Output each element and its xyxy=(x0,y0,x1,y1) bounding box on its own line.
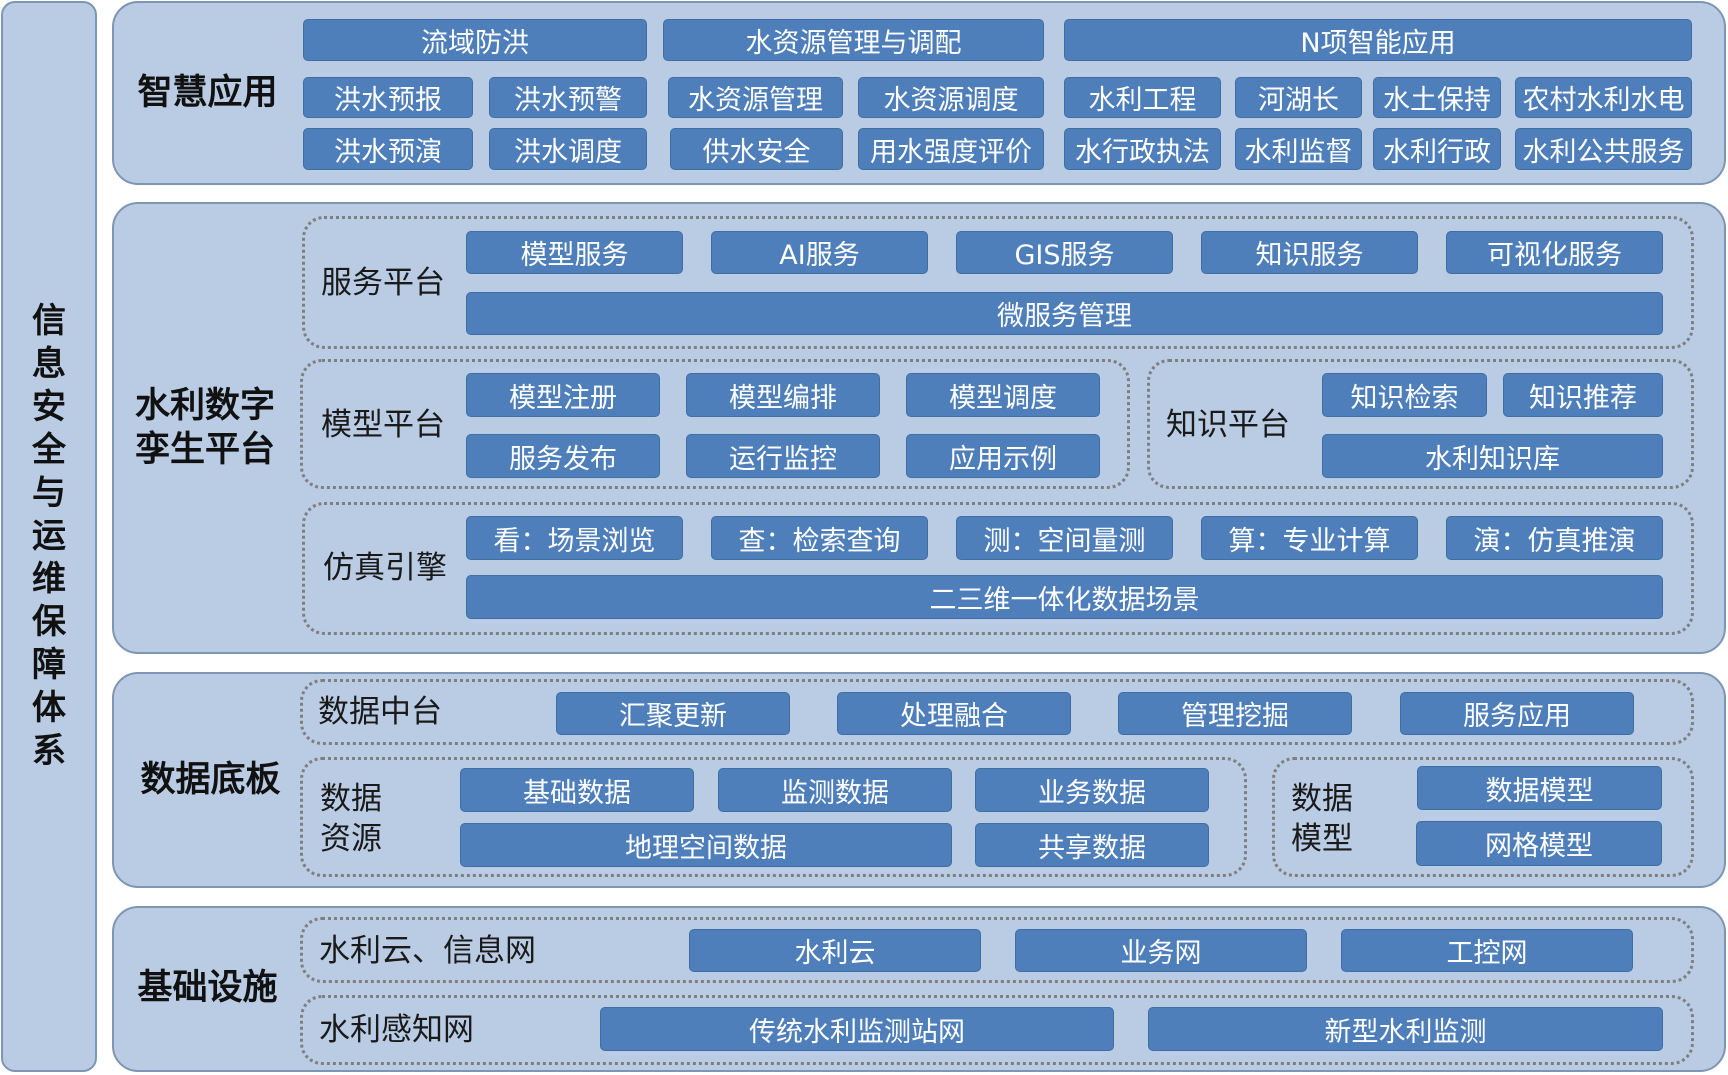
app-public-service: 水利公共服务 xyxy=(1515,128,1692,170)
app-flood-forecast: 洪水预报 xyxy=(303,77,473,118)
data-model-group xyxy=(1272,757,1694,877)
app-soil-conservation: 水土保持 xyxy=(1373,77,1501,118)
app-water-supervision: 水利监督 xyxy=(1235,128,1362,170)
model-service: 模型服务 xyxy=(466,231,683,274)
sensing-network-label: 水利感知网 xyxy=(319,1012,474,1048)
industrial-control-network: 工控网 xyxy=(1341,929,1633,972)
smart-application-title: 智慧应用 xyxy=(137,73,278,113)
traditional-monitoring-network: 传统水利监测站网 xyxy=(600,1007,1114,1051)
application-examples: 应用示例 xyxy=(906,434,1100,478)
data-model-label: 数据模型 xyxy=(1291,781,1353,857)
processing-fusion: 处理融合 xyxy=(837,692,1071,735)
service-publishing: 服务发布 xyxy=(466,434,660,478)
sim-simulation: 演：仿真推演 xyxy=(1446,516,1663,560)
app-flood-warning: 洪水预警 xyxy=(489,77,647,118)
new-water-monitoring: 新型水利监测 xyxy=(1148,1007,1663,1051)
visualization-service: 可视化服务 xyxy=(1446,231,1663,274)
app-rural-hydropower: 农村水利水电 xyxy=(1515,77,1692,118)
knowledge-platform-label: 知识平台 xyxy=(1166,407,1290,443)
security-ops-band: 信息安全与运维保障体系 xyxy=(1,1,97,1072)
app-admin-enforcement: 水行政执法 xyxy=(1064,128,1221,170)
model-scheduling: 模型调度 xyxy=(906,373,1100,417)
app-water-engineering: 水利工程 xyxy=(1064,77,1221,118)
sim-spatial-measure: 测：空间量测 xyxy=(956,516,1173,560)
data-center-label: 数据中台 xyxy=(318,694,442,730)
sim-search-query: 查：检索查询 xyxy=(711,516,928,560)
business-data: 业务数据 xyxy=(975,768,1209,812)
model-platform-label: 模型平台 xyxy=(321,407,445,443)
app-flood-control: 流域防洪 xyxy=(303,19,647,61)
data-model-box: 数据模型 xyxy=(1417,766,1662,810)
management-mining: 管理挖掘 xyxy=(1118,692,1352,735)
microservice-management: 微服务管理 xyxy=(466,292,1663,335)
aggregation-update: 汇聚更新 xyxy=(556,692,790,735)
grid-model-box: 网格模型 xyxy=(1416,821,1662,866)
data-resource-label: 数据资源 xyxy=(320,781,382,857)
sensing-network-group xyxy=(300,995,1694,1065)
app-flood-rehearsal: 洪水预演 xyxy=(303,128,473,170)
service-application: 服务应用 xyxy=(1400,692,1634,735)
service-platform-group xyxy=(302,216,1694,349)
knowledge-service: 知识服务 xyxy=(1201,231,1418,274)
data-foundation-title: 数据底板 xyxy=(140,760,281,800)
digital-twin-title: 水利数字孪生平台 xyxy=(134,386,275,470)
app-river-chief: 河湖长 xyxy=(1235,77,1362,118)
simulation-engine-group xyxy=(302,502,1694,635)
security-ops-label: 信息安全与运维保障体系 xyxy=(32,301,66,771)
data-resource-group xyxy=(300,757,1247,877)
app-water-resource-mgmt: 水资源管理 xyxy=(668,77,843,118)
shared-data: 共享数据 xyxy=(975,823,1209,867)
knowledge-platform-group xyxy=(1147,359,1694,489)
ai-service: AI服务 xyxy=(711,231,928,274)
runtime-monitoring: 运行监控 xyxy=(686,434,880,478)
knowledge-retrieval: 知识检索 xyxy=(1322,373,1487,417)
app-water-supply-safety: 供水安全 xyxy=(670,128,843,170)
simulation-engine-label: 仿真引擎 xyxy=(323,550,447,586)
infrastructure-title: 基础设施 xyxy=(137,968,278,1008)
cloud-network-label: 水利云、信息网 xyxy=(319,933,536,969)
water-cloud: 水利云 xyxy=(689,929,981,972)
monitoring-data: 监测数据 xyxy=(718,768,952,812)
app-flood-dispatch: 洪水调度 xyxy=(489,128,647,170)
geospatial-data: 地理空间数据 xyxy=(460,823,952,867)
model-orchestration: 模型编排 xyxy=(686,373,880,417)
knowledge-recommendation: 知识推荐 xyxy=(1503,373,1663,417)
basic-data: 基础数据 xyxy=(460,768,694,812)
gis-service: GIS服务 xyxy=(956,231,1173,274)
business-network: 业务网 xyxy=(1015,929,1307,972)
app-water-resource-allocation: 水资源管理与调配 xyxy=(663,19,1044,61)
app-n-smart-apps: N项智能应用 xyxy=(1064,19,1692,61)
model-platform-group xyxy=(300,359,1130,489)
app-water-resource-dispatch: 水资源调度 xyxy=(858,77,1044,118)
app-water-use-intensity: 用水强度评价 xyxy=(858,128,1044,170)
model-registration: 模型注册 xyxy=(466,373,660,417)
cloud-network-group xyxy=(300,917,1694,983)
sim-scene-browse: 看：场景浏览 xyxy=(466,516,683,560)
integrated-2d3d-scene: 二三维一体化数据场景 xyxy=(466,575,1663,619)
water-knowledge-base: 水利知识库 xyxy=(1322,434,1663,478)
data-center-group xyxy=(300,679,1694,745)
sim-professional-calc: 算：专业计算 xyxy=(1201,516,1418,560)
service-platform-label: 服务平台 xyxy=(321,265,445,301)
app-water-administration: 水利行政 xyxy=(1373,128,1501,170)
